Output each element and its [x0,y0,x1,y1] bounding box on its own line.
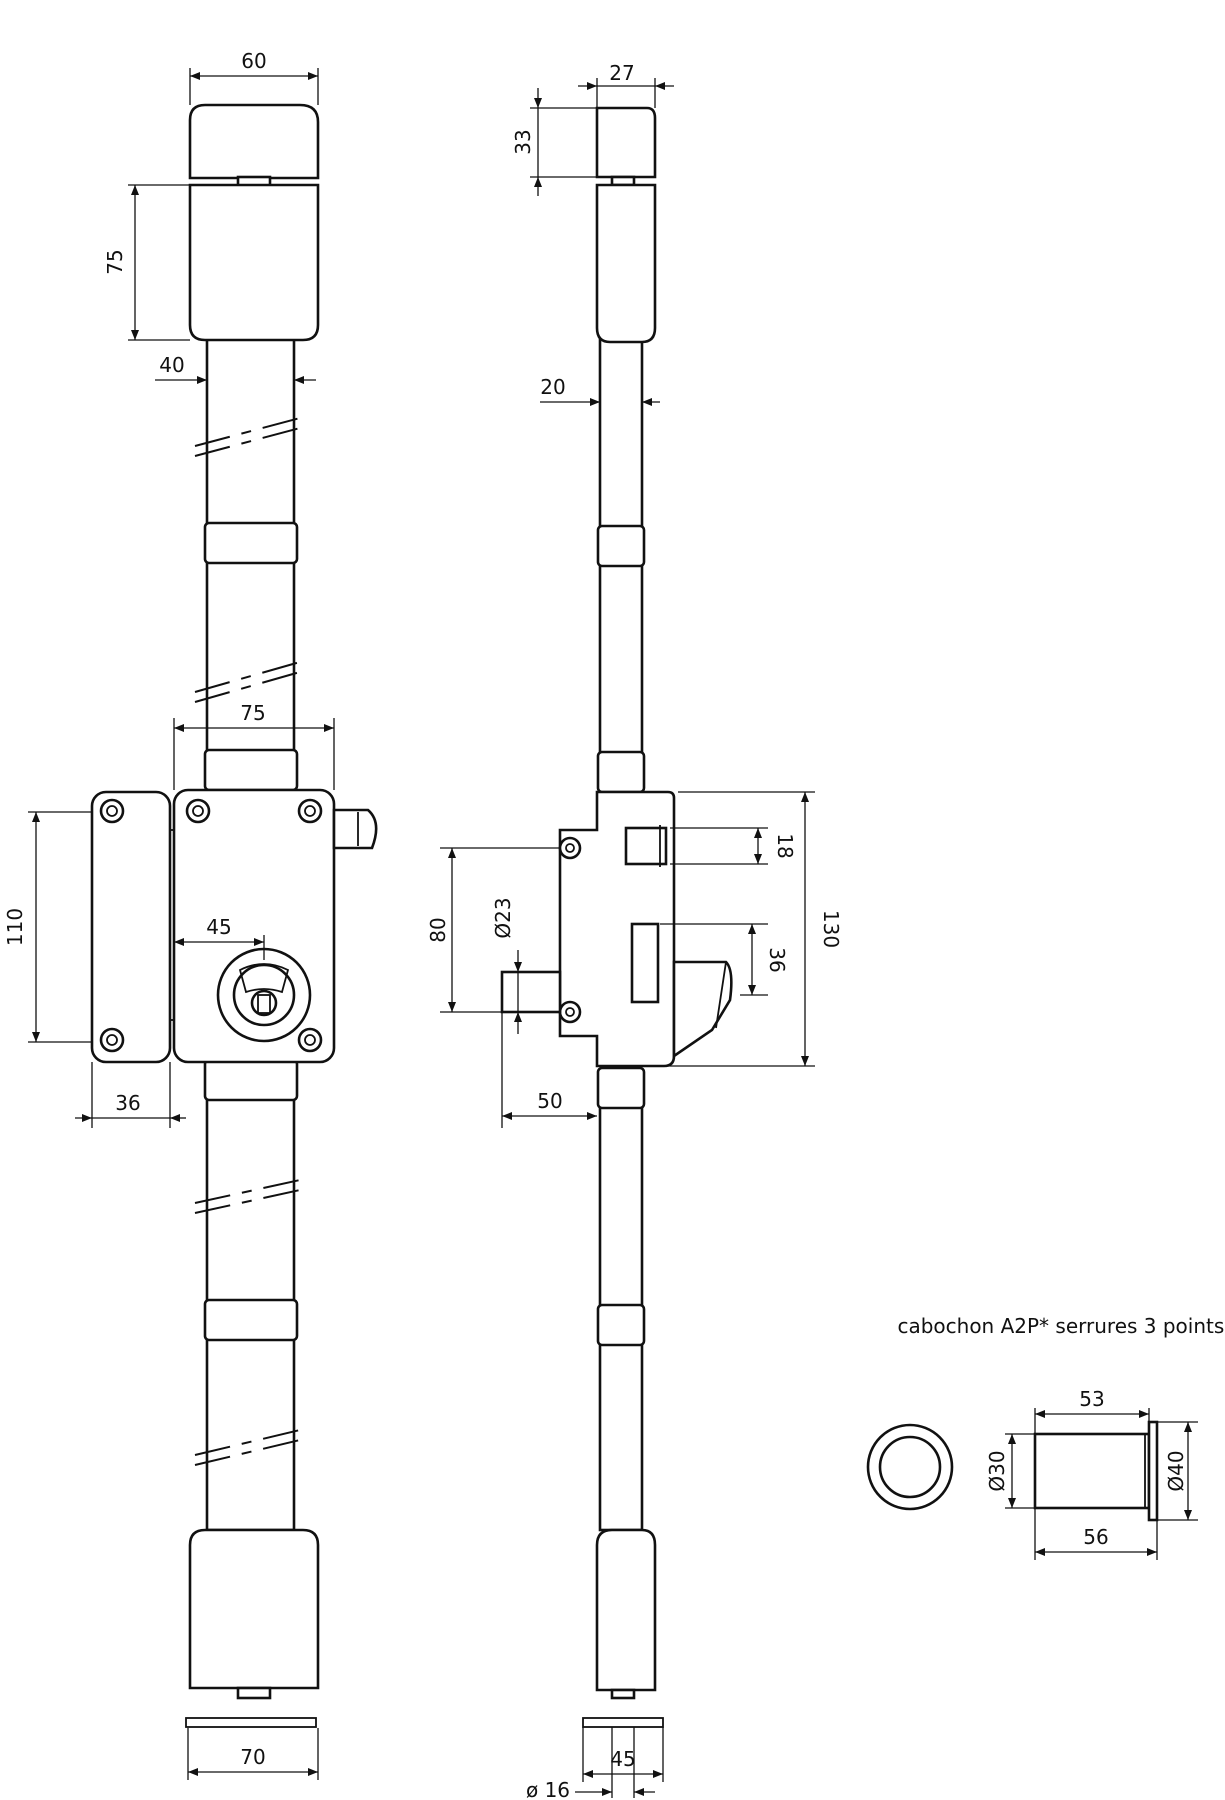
break-mark [194,1179,301,1214]
dimension-80: 80 [426,847,560,1013]
dimension-56: 56 [1034,1508,1158,1560]
dimension-36: 36 [75,1062,186,1128]
dim-45s-label: 45 [610,1747,635,1771]
dim-d23-label: Ø23 [491,897,515,938]
dimension-110: 110 [3,811,92,1043]
cabochon-body [1033,1432,1151,1510]
screw [558,836,582,860]
break-mark [194,661,301,703]
side-latch-bevel [672,960,733,1059]
top-cap [188,103,320,180]
dimension-45: 45 [174,915,265,960]
dimension-75: 75 [173,701,335,790]
dim-75h-label: 75 [240,701,265,725]
dimension-18: 18 [670,827,797,865]
cabochon-inner-ring [878,1435,942,1499]
dimension-75-vertical: 75 [103,184,190,341]
housing-pin [236,1686,272,1700]
break-mark [194,417,301,457]
dim-36s-label: 36 [765,947,789,972]
rod-guide [203,748,299,792]
side-housing-pin [610,1688,636,1700]
dimension-36-side: 36 [660,923,789,996]
dim-50-label: 50 [537,1089,562,1113]
side-cylinder [500,970,562,1014]
side-rod-guide [596,750,646,794]
dim-d30-label: Ø30 [985,1450,1009,1491]
dim-45-label: 45 [206,915,231,939]
screw [185,798,211,824]
dim-70-label: 70 [240,1745,265,1769]
dim-80-label: 80 [426,917,450,942]
break-mark [194,1429,301,1466]
cabochon-flange [1147,1420,1159,1522]
dimension-33: 33 [511,88,597,196]
dim-20-label: 20 [540,375,565,399]
dimension-53: 53 [1034,1387,1150,1434]
dim-53-label: 53 [1079,1387,1104,1411]
bottom-housing [188,1528,320,1690]
dim-60-label: 60 [241,49,266,73]
dim-75v-label: 75 [103,249,127,274]
screw [297,1027,323,1053]
dim-d40-label: Ø40 [1164,1450,1188,1491]
latch-bolt [332,808,378,850]
cabochon-caption: cabochon A2P* serrures 3 points CR [897,1314,1225,1338]
cylinder [216,947,312,1043]
side-top-housing [595,183,657,344]
keeper-plate [90,790,172,1064]
dimension-diameter-40: Ø40 [1157,1421,1198,1521]
dimension-50: 50 [501,1012,597,1128]
top-housing [188,183,320,342]
dimension-45-side: 45 [582,1727,664,1782]
rod-guide [203,521,299,565]
side-bottom-plate [582,1717,664,1728]
dimension-diameter-16: ø 16 [526,1727,655,1800]
rod-guide [203,1298,299,1342]
screw [297,798,323,824]
dimension-diameter-23: Ø23 [491,897,522,1034]
cabochon-detail: cabochon A2P* serrures 3 points CR 53 56… [866,1314,1225,1560]
dimension-60: 60 [189,49,319,105]
dimension-40: 40 [155,353,316,384]
dimension-20: 20 [540,375,660,406]
screw [558,1000,582,1024]
dim-18-label: 18 [773,833,797,858]
dim-27-label: 27 [609,61,634,85]
screw [99,798,125,824]
dim-110-label: 110 [3,908,27,946]
dim-36-label: 36 [115,1091,140,1115]
front-view: 60 75 40 75 110 45 [3,49,378,1780]
dim-33-label: 33 [511,129,535,154]
rod-guide [203,1058,299,1102]
side-rod-guide [596,1303,646,1347]
side-top-cap [595,106,657,179]
dim-56-label: 56 [1083,1525,1108,1549]
dim-40-label: 40 [159,353,184,377]
side-rod-guide [596,1066,646,1110]
dimension-diameter-30: Ø30 [985,1433,1035,1509]
screw [99,1027,125,1053]
dimension-130: 130 [664,791,843,1067]
dim-130-label: 130 [819,910,843,948]
side-lower-rod [598,1068,644,1532]
side-latch [630,922,660,1004]
side-rod-guide [596,524,646,568]
dimension-70: 70 [187,1728,319,1780]
dim-d16-label: ø 16 [526,1778,570,1800]
bottom-plate [185,1717,317,1728]
dimension-27: 27 [578,61,674,108]
side-view: 27 33 20 18 130 36 [426,61,843,1800]
side-bottom-housing [595,1528,657,1692]
